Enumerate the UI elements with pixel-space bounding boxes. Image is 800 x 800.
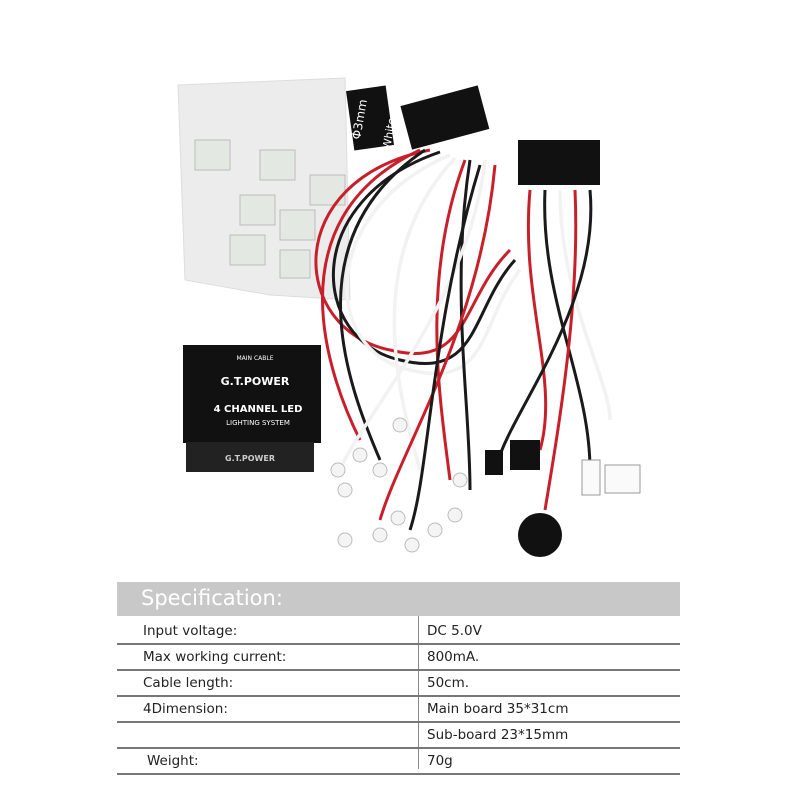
brand-logo: G.T.POWER (221, 375, 290, 388)
specification-table: Specification: Input voltage:DC 5.0V Max… (117, 582, 680, 775)
size-tags: Φ3mm White (346, 85, 490, 151)
svg-text:MAIN CABLE: MAIN CABLE (237, 355, 274, 362)
tag-color: White (380, 117, 398, 151)
table-row: Cable length:50cm. (117, 671, 680, 697)
control-box: MAIN CABLE G.T.POWER 4 CHANNEL LED LIGHT… (183, 345, 321, 472)
svg-text:G.T.POWER: G.T.POWER (225, 454, 275, 463)
spec-header: Specification: (117, 582, 680, 616)
table-row: Weight:70g (117, 749, 680, 775)
table-row: 4Dimension:Main board 35*31cm (117, 697, 680, 723)
channel-connector (518, 140, 600, 185)
tag-diameter: Φ3mm (349, 98, 370, 140)
table-row: Max working current:800mA. (117, 645, 680, 671)
table-row: Sub-board 23*15mm (117, 723, 680, 749)
svg-text:LIGHTING SYSTEM: LIGHTING SYSTEM (226, 419, 290, 427)
wire-harness (314, 148, 612, 531)
spec-title: Specification: (141, 586, 283, 610)
plugs (485, 440, 641, 496)
accessory-bag (177, 77, 351, 301)
product-photo: Φ3mm White MAIN CABLE G.T.POWER 4 CHANNE… (177, 77, 641, 557)
led-bulbs (330, 417, 468, 553)
buzzer (518, 513, 562, 557)
table-row: Input voltage:DC 5.0V (117, 619, 680, 645)
svg-text:4 CHANNEL LED: 4 CHANNEL LED (214, 404, 303, 415)
column-divider (418, 582, 419, 769)
